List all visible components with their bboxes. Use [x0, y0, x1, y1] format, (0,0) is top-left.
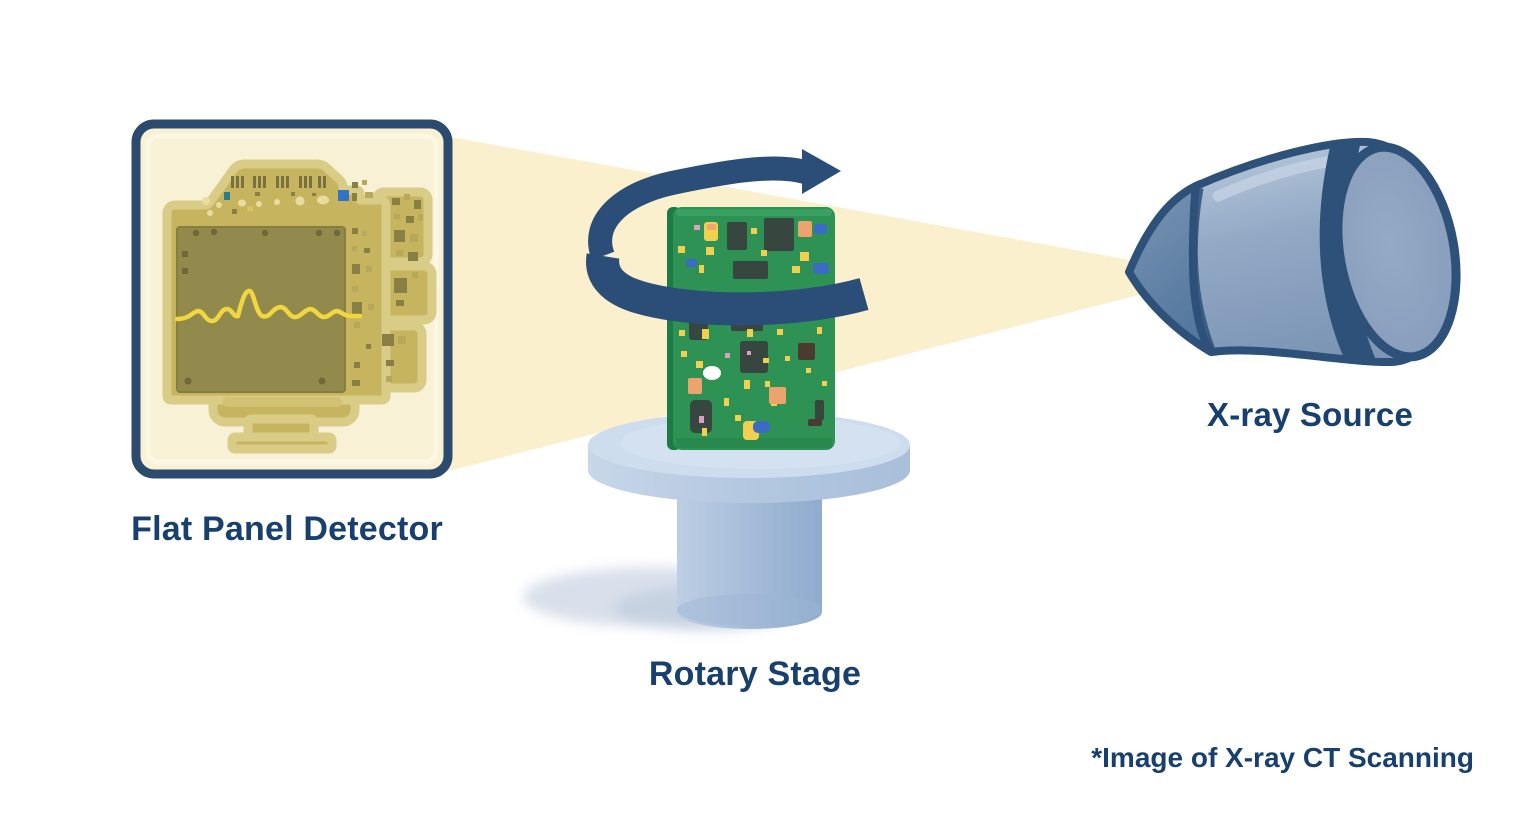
detector-screws — [182, 228, 341, 385]
image-caption: *Image of X-ray CT Scanning — [1091, 742, 1474, 773]
rotary-stage-label: Rotary Stage — [648, 655, 862, 693]
xray-source-icon — [1125, 137, 1461, 367]
detector-barcode-marks — [231, 176, 326, 188]
rotation-arrow-icon — [586, 149, 869, 326]
detector-xray-image — [162, 159, 437, 454]
flat-panel-detector-icon — [131, 119, 453, 479]
pcb-sample-icon — [667, 207, 835, 450]
flat-panel-detector-label: Flat Panel Detector — [131, 510, 443, 548]
detector-pad-grid — [352, 180, 423, 386]
xray-source-label: X-ray Source — [1207, 396, 1413, 433]
waveform-signal — [174, 288, 363, 324]
